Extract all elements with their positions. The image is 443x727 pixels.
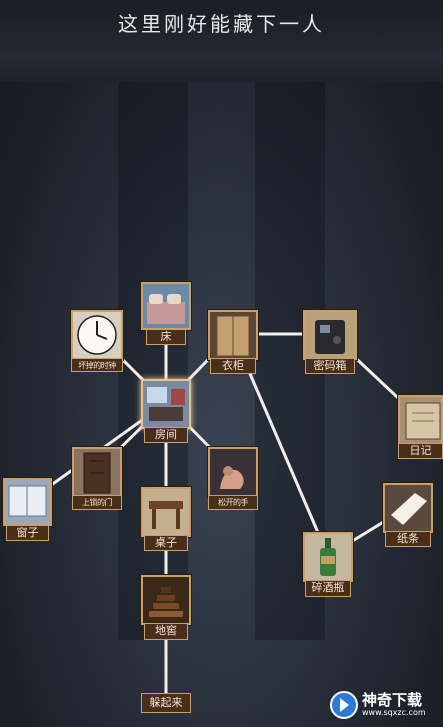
clue-node-locked-door[interactable]: 上锁的门 <box>72 447 122 511</box>
watermark-name: 神奇下载 <box>362 691 423 709</box>
window-icon <box>3 478 52 526</box>
hand-icon <box>208 447 258 497</box>
clue-label: 地窖 <box>144 623 188 640</box>
clue-node-bed[interactable]: 床 <box>141 282 191 345</box>
clue-label: 坏掉的时钟 <box>71 358 123 372</box>
wardrobe-icon <box>208 310 258 360</box>
clue-label: 纸条 <box>385 531 431 547</box>
room-icon <box>141 379 191 429</box>
clue-label: 窗子 <box>6 525 49 541</box>
safe-icon <box>303 310 357 360</box>
download-logo-icon <box>330 691 358 719</box>
clue-node-wardrobe[interactable]: 衣柜 <box>208 310 258 374</box>
clue-label: 衣柜 <box>210 358 256 374</box>
clue-label: 床 <box>146 329 186 345</box>
diary-icon <box>398 395 443 445</box>
bed-icon <box>141 282 191 330</box>
clue-label: 桌子 <box>144 535 188 551</box>
clue-label: 碎酒瓶 <box>305 580 351 597</box>
clue-node-window[interactable]: 窗子 <box>3 478 52 542</box>
door-icon <box>72 447 122 497</box>
clue-node-table[interactable]: 桌子 <box>141 487 191 551</box>
scene-title: 这里刚好能藏下一人 <box>118 12 325 36</box>
clue-label: 密码箱 <box>305 358 355 374</box>
note-icon <box>383 483 433 533</box>
watermark-url: www.sqxzc.com <box>362 708 426 717</box>
clue-node-loose-hand[interactable]: 松开的手 <box>208 447 258 511</box>
clue-node-diary[interactable]: 日记 <box>398 395 443 459</box>
clue-label: 上锁的门 <box>72 495 122 510</box>
clue-node-room[interactable]: 房间 <box>141 379 191 443</box>
clue-label: 房间 <box>144 427 188 443</box>
clue-label: 日记 <box>398 443 443 459</box>
clue-label: 躲起来 <box>141 693 191 713</box>
clue-node-cellar[interactable]: 地窖 <box>141 575 191 641</box>
bottle-icon <box>303 532 353 582</box>
cellar-icon <box>141 575 191 625</box>
clue-node-safe[interactable]: 密码箱 <box>303 310 357 374</box>
clock-icon <box>71 310 123 360</box>
clue-node-clock[interactable]: 坏掉的时钟 <box>71 310 123 372</box>
clue-label: 松开的手 <box>208 495 258 510</box>
header-band <box>0 0 443 82</box>
clue-node-broken-bottle[interactable]: 碎酒瓶 <box>303 532 353 598</box>
watermark: 神奇下载 www.sqxzc.com <box>330 690 426 720</box>
clue-node-hide[interactable]: 躲起来 <box>141 693 191 715</box>
clue-node-note[interactable]: 纸条 <box>383 483 433 547</box>
table-icon <box>141 487 191 537</box>
